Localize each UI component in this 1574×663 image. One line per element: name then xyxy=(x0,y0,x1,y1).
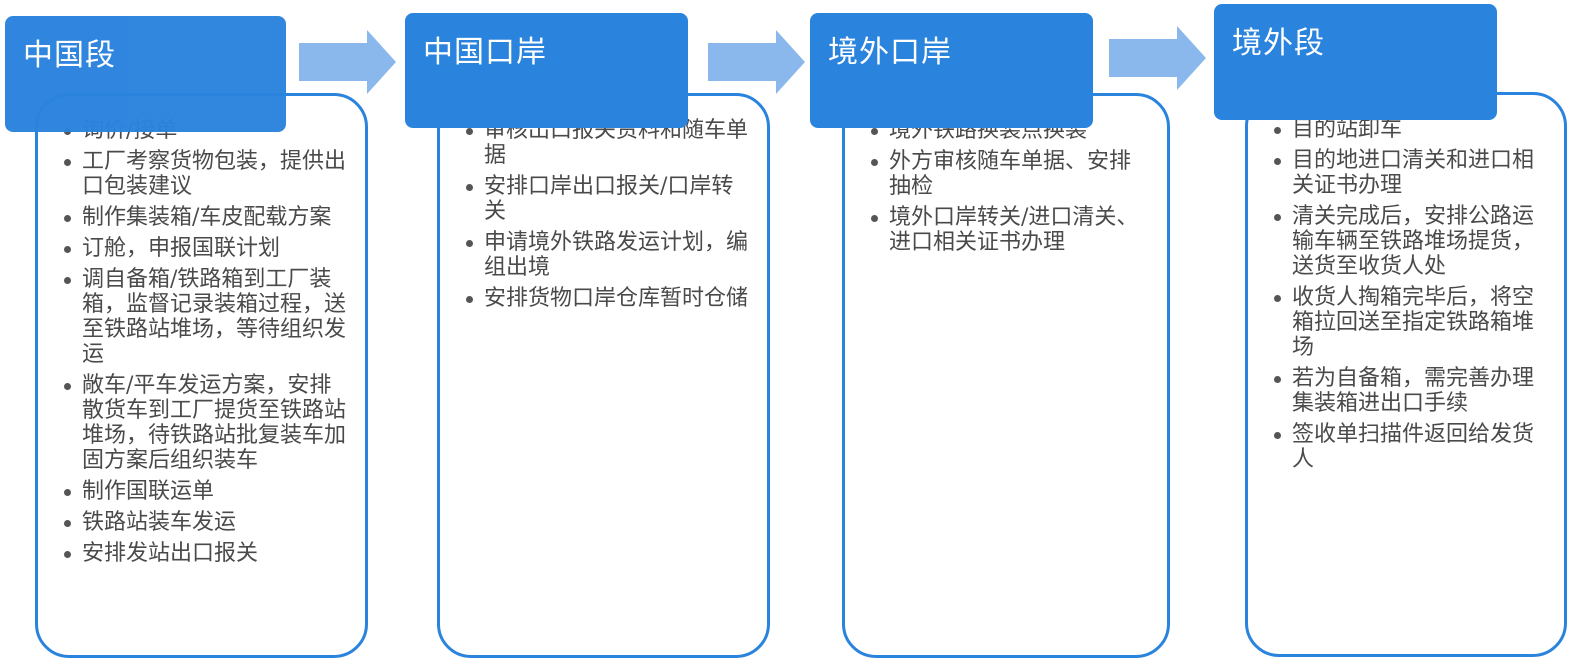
stage-list-china-port: 审核出口报关资料和随车单据 安排口岸出口报关/口岸转关 申请境外铁路发运计划，编… xyxy=(466,118,749,311)
stage-box-overseas-port: 境外铁路换装点换装 外方审核随车单据、安排抽检 境外口岸转关/进口清关、进口相关… xyxy=(842,93,1170,658)
list-item: 安排发站出口报关 xyxy=(64,541,347,566)
stage-list-overseas-segment: 目的站卸车 目的地进口清关和进口相关证书办理 清关完成后，安排公路运输车辆至铁路… xyxy=(1274,117,1546,472)
list-item: 敞车/平车发运方案，安排散货车到工厂提货至铁路站堆场，待铁路站批复装车加固方案后… xyxy=(64,373,347,473)
list-item: 若为自备箱，需完善办理集装箱进出口手续 xyxy=(1274,366,1546,416)
arrow-right-icon xyxy=(299,30,396,94)
list-item: 调自备箱/铁路箱到工厂装箱，监督记录装箱过程，送至铁路站堆场，等待组织发运 xyxy=(64,267,347,367)
list-item: 安排货物口岸仓库暂时仓储 xyxy=(466,286,749,311)
stage-list-overseas-port: 境外铁路换装点换装 外方审核随车单据、安排抽检 境外口岸转关/进口清关、进口相关… xyxy=(871,118,1149,255)
stage-box-overseas-segment: 目的站卸车 目的地进口清关和进口相关证书办理 清关完成后，安排公路运输车辆至铁路… xyxy=(1245,92,1567,657)
arrow-right-icon xyxy=(1109,26,1206,90)
stage-header-overseas-segment: 境外段 xyxy=(1214,4,1497,120)
list-item: 铁路站装车发运 xyxy=(64,510,347,535)
stage-header-china-port: 中国口岸 xyxy=(405,13,688,128)
list-item: 签收单扫描件返回给发货人 xyxy=(1274,422,1546,472)
list-item: 收货人掏箱完毕后，将空箱拉回送至指定铁路箱堆场 xyxy=(1274,285,1546,360)
list-item: 工厂考察货物包装，提供出口包装建议 xyxy=(64,149,347,199)
stage-list-china-segment: 询价/接单 工厂考察货物包装，提供出口包装建议 制作集装箱/车皮配载方案 订舱，… xyxy=(64,118,347,566)
stage-box-china-segment: 询价/接单 工厂考察货物包装，提供出口包装建议 制作集装箱/车皮配载方案 订舱，… xyxy=(35,93,368,658)
list-item: 目的站卸车 xyxy=(1274,117,1546,142)
arrow-right-icon xyxy=(708,30,805,94)
list-item: 安排口岸出口报关/口岸转关 xyxy=(466,174,749,224)
stage-header-china-segment: 中国段 xyxy=(5,16,286,132)
list-item: 目的地进口清关和进口相关证书办理 xyxy=(1274,148,1546,198)
list-item: 订舱，申报国联计划 xyxy=(64,236,347,261)
list-item: 境外口岸转关/进口清关、进口相关证书办理 xyxy=(871,205,1149,255)
stage-box-china-port: 审核出口报关资料和随车单据 安排口岸出口报关/口岸转关 申请境外铁路发运计划，编… xyxy=(437,93,770,658)
stage-header-overseas-port: 境外口岸 xyxy=(810,13,1093,128)
list-item: 清关完成后，安排公路运输车辆至铁路堆场提货，送货至收货人处 xyxy=(1274,204,1546,279)
list-item: 制作国联运单 xyxy=(64,479,347,504)
list-item: 制作集装箱/车皮配载方案 xyxy=(64,205,347,230)
list-item: 申请境外铁路发运计划，编组出境 xyxy=(466,230,749,280)
list-item: 外方审核随车单据、安排抽检 xyxy=(871,149,1149,199)
